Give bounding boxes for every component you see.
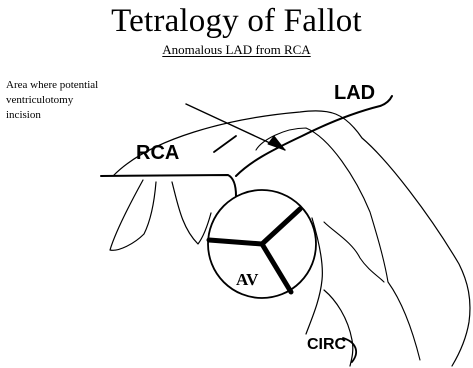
lad-label: LAD <box>334 82 375 104</box>
rca-label: RCA <box>136 142 179 164</box>
valve-commissure-left <box>209 240 262 244</box>
valve-commissure-upper <box>262 209 300 244</box>
ventricle-ridge-2 <box>324 222 384 282</box>
rca-vessel <box>101 175 236 196</box>
circ-label: CIRC <box>307 336 346 354</box>
left-ventricle-curve <box>306 218 322 334</box>
ventricle-ridge-1 <box>256 128 388 282</box>
rca-branch <box>214 136 236 152</box>
circumflex-region-curve <box>324 290 353 366</box>
ventricle-ridge-3 <box>388 282 420 360</box>
infundibulum-outline <box>172 182 211 244</box>
valve-commissure-lower <box>262 244 291 292</box>
lad-vessel <box>236 96 392 176</box>
right-atrial-appendage-outline <box>110 180 156 250</box>
aortic-valve-label: AV <box>236 271 258 289</box>
